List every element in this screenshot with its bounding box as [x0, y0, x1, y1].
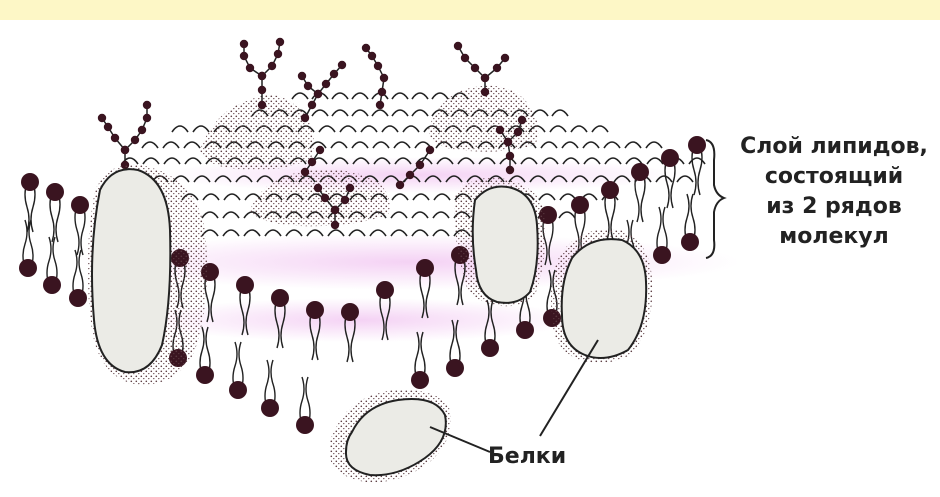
lipid-head-arc — [394, 142, 410, 148]
protein-right — [551, 229, 652, 363]
lipid-head-arc — [163, 142, 179, 148]
lipid-head-arc — [434, 194, 450, 200]
lipid-head-arc — [265, 230, 281, 236]
lipid-head-arc — [412, 110, 428, 116]
lipid-head-arc — [392, 194, 408, 200]
protein-mid-right — [454, 178, 545, 307]
proteins-label: Белки — [488, 444, 566, 469]
protein-pointer-line-2 — [540, 340, 598, 436]
lipid-head-arc — [319, 126, 335, 132]
lipid-head-arc — [412, 212, 428, 218]
lipid-head-arc — [592, 126, 608, 132]
lipid-head-arc — [539, 194, 555, 200]
lipid-layer-label-line-3: из 2 рядов — [728, 192, 940, 222]
lipid-head-arc — [433, 212, 449, 218]
lipid-molecule — [296, 377, 314, 434]
lipid-head-arc — [373, 142, 389, 148]
protein-left — [88, 164, 207, 385]
glycan-chain — [98, 114, 129, 169]
lipid-head-arc — [172, 126, 188, 132]
glycan-chain — [258, 38, 284, 80]
lipid-head-arc — [382, 126, 398, 132]
lipid-head-arc — [432, 93, 448, 99]
glycan-chain — [298, 72, 322, 98]
lipid-head-arc — [372, 110, 388, 116]
lipid-molecule — [631, 163, 649, 222]
lipid-head-arc — [286, 230, 302, 236]
lipid-molecule — [43, 237, 61, 294]
lipid-head-arc — [413, 194, 429, 200]
lipid-head-arc — [312, 110, 328, 116]
lipid-head-arc — [332, 110, 348, 116]
lipid-head-arc — [403, 126, 419, 132]
lipid-molecule — [653, 207, 671, 264]
lipid-head-arc — [562, 142, 578, 148]
lipid-head-arc — [559, 212, 575, 218]
lipid-head-arc — [352, 93, 368, 99]
lipid-head-arc — [392, 110, 408, 116]
lipid-molecule — [261, 360, 279, 417]
lipid-layer-bracket — [706, 140, 724, 258]
protein-bottom — [330, 390, 451, 483]
lipid-head-arc — [223, 212, 239, 218]
glycan-chain — [301, 61, 346, 122]
lipid-head-arc — [646, 142, 662, 148]
lipid-head-arc — [331, 142, 347, 148]
lipid-head-arc — [677, 176, 693, 182]
lipid-head-arc — [352, 142, 368, 148]
surface-protein-left — [200, 95, 314, 170]
lipid-head-arc — [412, 93, 428, 99]
lipid-head-arc — [164, 158, 180, 164]
glycan-chain — [121, 101, 151, 154]
lipid-head-arc — [332, 93, 348, 99]
lipid-head-arc — [391, 212, 407, 218]
lipid-head-arc — [143, 158, 159, 164]
glycan-chain — [481, 54, 509, 82]
lipid-head-arc — [625, 142, 641, 148]
lipid-head-arc — [571, 126, 587, 132]
lipid-head-arc — [392, 93, 408, 99]
lipid-head-arc — [193, 126, 209, 132]
lipid-head-arc — [647, 158, 663, 164]
lipid-head-arc — [552, 110, 568, 116]
lipid-head-arc — [185, 158, 201, 164]
lipid-head-arc — [550, 126, 566, 132]
lipid-molecule — [46, 183, 64, 242]
lipid-head-arc — [340, 126, 356, 132]
lipid-molecule — [71, 196, 89, 255]
lipid-layer-label-line-2: состоящий — [728, 162, 940, 192]
lipid-layer-label-line-1: Слой липидов, — [728, 132, 940, 162]
lipid-head-arc — [352, 110, 368, 116]
lipid-layer-label-line-4: молекул — [728, 222, 940, 252]
lipid-head-arc — [604, 142, 620, 148]
lipid-layer-label: Слой липидов, состоящий из 2 рядов молек… — [728, 132, 940, 252]
lipid-head-arc — [361, 126, 377, 132]
lipid-head-arc — [541, 142, 557, 148]
lipid-molecule — [229, 342, 247, 399]
lipid-head-arc — [184, 142, 200, 148]
lipid-head-arc — [292, 93, 308, 99]
lipid-head-arc — [202, 212, 218, 218]
lipid-molecule — [681, 194, 699, 251]
lipid-head-arc — [203, 194, 219, 200]
lipid-head-arc — [223, 230, 239, 236]
lipid-molecule — [688, 136, 706, 195]
lipid-head-arc — [224, 194, 240, 200]
glycan-chain — [362, 44, 388, 109]
lipid-head-arc — [142, 142, 158, 148]
lipid-head-arc — [244, 230, 260, 236]
lipid-head-arc — [583, 142, 599, 148]
